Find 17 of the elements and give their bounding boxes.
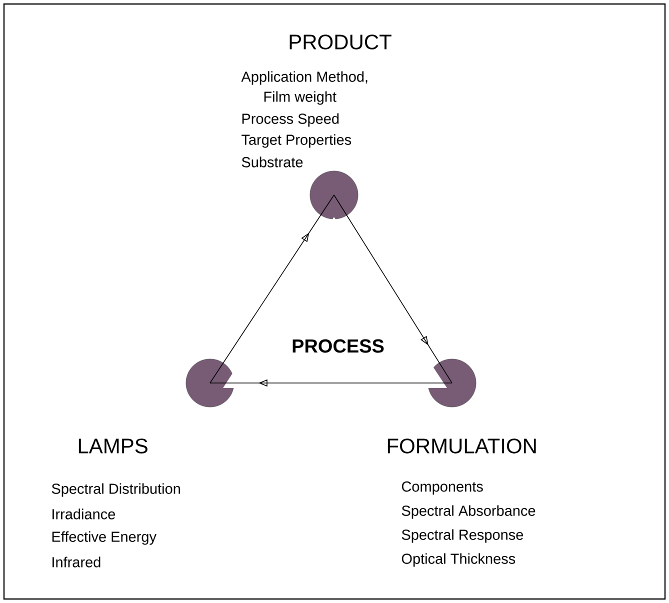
heading: PRODUCT xyxy=(290,34,392,50)
list-item: Application Method, Film weight xyxy=(241,71,368,105)
list-item: Components xyxy=(402,481,483,495)
list-item: Spectral Distribution xyxy=(52,483,180,497)
list-item: Irradiance xyxy=(52,508,116,520)
list-item: Infrared xyxy=(52,556,100,568)
list-item: Substrate xyxy=(242,156,303,168)
heading: PROCESS xyxy=(292,339,384,353)
circle-shape xyxy=(186,358,234,408)
arrow xyxy=(210,194,334,384)
list-item: Optical Thickness xyxy=(402,553,516,567)
circle-shape xyxy=(310,170,358,220)
list-item: Effective Energy xyxy=(52,531,156,545)
arrow xyxy=(334,194,452,384)
list-item: Spectral Absorbance xyxy=(402,505,536,519)
list-item: Target Properties xyxy=(242,134,352,148)
list-item: Spectral Response xyxy=(402,529,524,543)
